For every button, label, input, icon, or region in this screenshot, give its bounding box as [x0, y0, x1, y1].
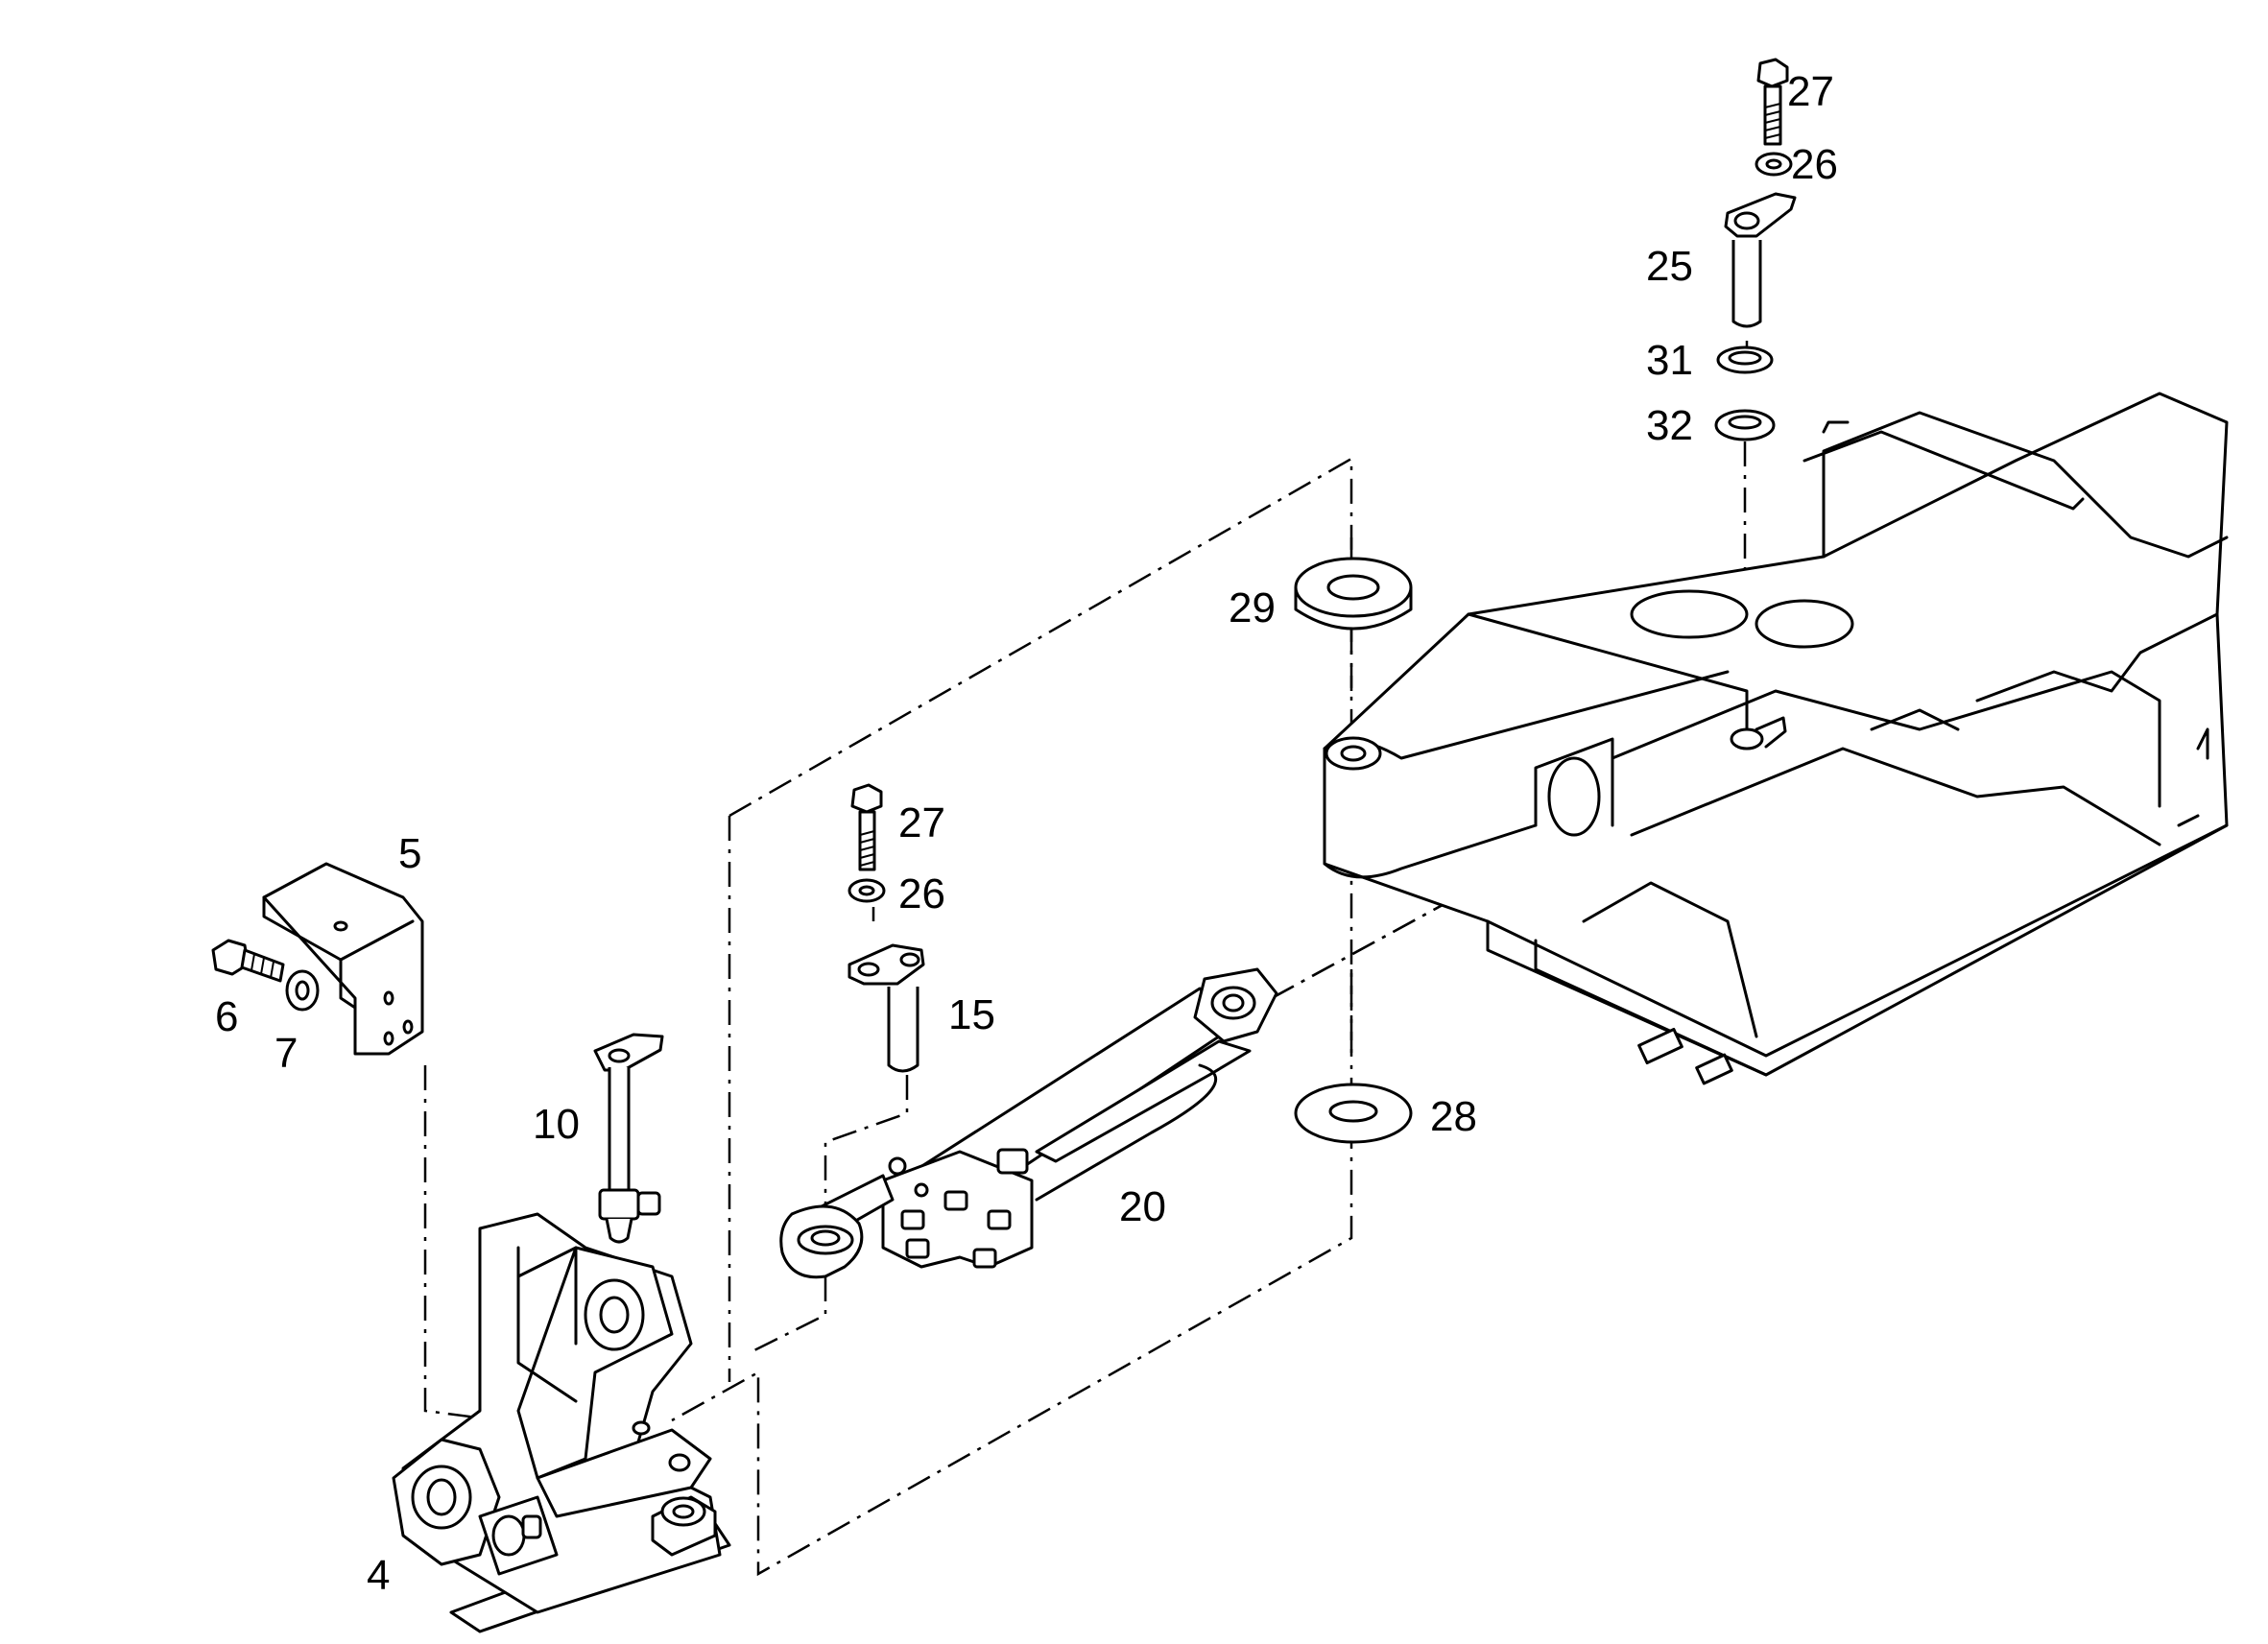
- callout-32: 32: [1646, 402, 1693, 449]
- pin-25-icon: [1724, 192, 1797, 328]
- callout-10: 10: [533, 1101, 580, 1148]
- washer-29-icon: [1294, 557, 1413, 631]
- pin-10-icon: [593, 1033, 664, 1244]
- base-mount-4-icon: [392, 1212, 731, 1633]
- callout-27-top: 27: [1787, 68, 1834, 115]
- washer-28-icon: [1294, 1083, 1413, 1144]
- callout-7: 7: [275, 1030, 298, 1077]
- washer-32-icon: [1714, 409, 1776, 441]
- callout-25: 25: [1646, 243, 1693, 290]
- washer-26-mid-icon: [848, 878, 886, 903]
- callout-26-top: 26: [1791, 141, 1838, 188]
- main-frame-icon: [1323, 392, 2229, 1085]
- bolt-27-top-icon: [1756, 58, 1789, 146]
- bracket-5-icon: [262, 862, 424, 1056]
- callout-15: 15: [948, 991, 995, 1038]
- callout-26-mid: 26: [898, 870, 945, 917]
- pin-15-icon: [848, 943, 925, 1073]
- washer-31-icon: [1716, 345, 1774, 374]
- bolt-6-icon: [211, 939, 285, 983]
- washer-7-icon: [285, 969, 320, 1012]
- callout-28: 28: [1430, 1093, 1477, 1140]
- callout-6: 6: [215, 993, 239, 1040]
- callout-4: 4: [367, 1552, 391, 1599]
- callout-31: 31: [1646, 337, 1693, 384]
- washer-26-top-icon: [1755, 152, 1793, 177]
- hydraulic-cylinder-20-icon: [779, 967, 1278, 1279]
- callout-5: 5: [398, 830, 422, 877]
- callout-20: 20: [1119, 1183, 1166, 1230]
- callout-29: 29: [1229, 584, 1276, 631]
- bolt-27-mid-icon: [850, 783, 883, 871]
- callout-27-mid: 27: [898, 799, 945, 846]
